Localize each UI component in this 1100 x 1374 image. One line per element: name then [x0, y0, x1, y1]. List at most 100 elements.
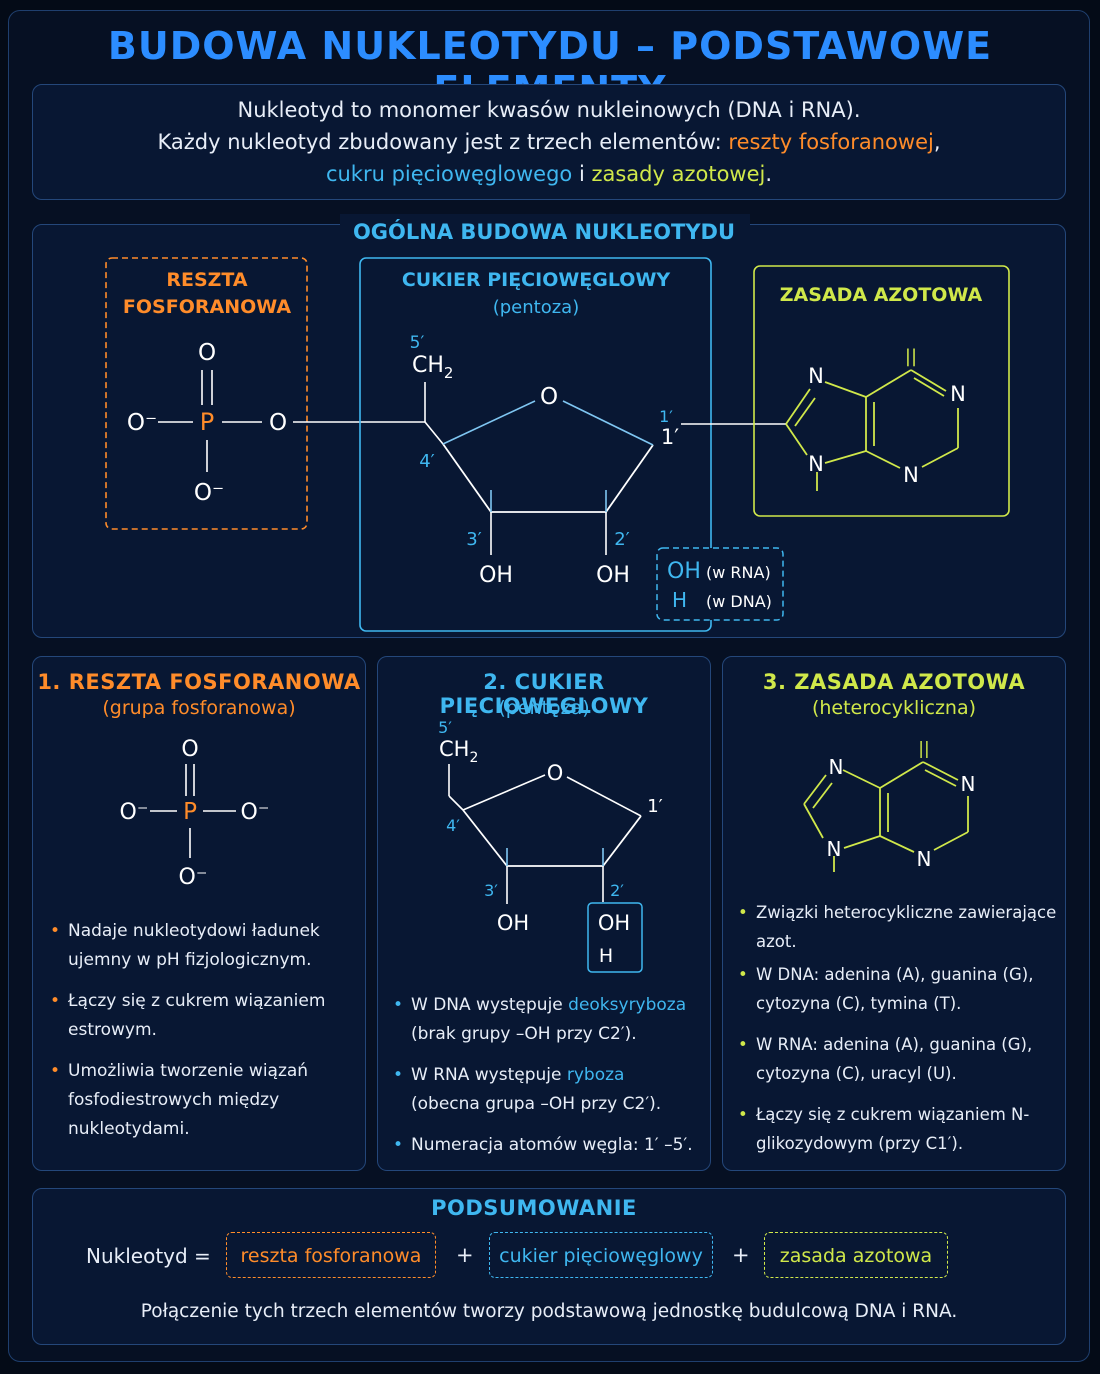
bullet-text: W RNA występuje	[411, 1065, 567, 1085]
ring	[462, 809, 642, 867]
ch2-group: CH2	[412, 353, 453, 382]
intro-text: i	[572, 162, 592, 186]
c1-label: 1′	[647, 796, 663, 817]
card-phosphate-o-left: O⁻	[120, 800, 149, 825]
title-backdrop	[340, 214, 750, 238]
list-item: Numeracja atomów węgla: 1′ –5′.	[393, 1131, 698, 1160]
sugar-label: CUKIER PIĘCIOWĘGLOWY	[402, 269, 671, 291]
phosphate-o-top: O	[198, 340, 216, 366]
base-double-bond: ||	[905, 346, 917, 367]
bond	[424, 421, 444, 445]
ring-bond	[442, 400, 536, 445]
base-n3: N	[903, 463, 919, 487]
c3-label: 3′	[484, 881, 498, 900]
bond	[448, 795, 464, 811]
base-label: ZASADA AZOTOWA	[780, 284, 983, 306]
card-phosphate-o-right: O⁻	[241, 800, 270, 825]
card-base-subtitle: (heterocykliczna)	[811, 697, 977, 719]
c4-label: 4′	[419, 451, 435, 472]
heterocycle-diagram: || N N N N	[803, 739, 976, 872]
base-n7: N	[808, 364, 824, 388]
card-phosphate-o-bottom: O⁻	[179, 865, 208, 890]
sugar-sublabel: (pentoza)	[493, 297, 580, 318]
base-double-bond: ||	[918, 739, 929, 759]
intro-line-3: cukru pięciowęglowego i zasady azotowej.	[33, 158, 1065, 190]
intro-text: Każdy nukleotyd zbudowany jest z trzech …	[157, 130, 729, 154]
bullet-text: (obecna grupa –OH przy C2′).	[411, 1094, 662, 1114]
sugar-box	[359, 257, 712, 632]
ch2-subscript: 2	[444, 364, 454, 382]
intro-line-1: Nukleotyd to monomer kwasów nukleinowych…	[237, 98, 861, 122]
c1-label-small: 1′	[659, 407, 673, 426]
list-item: W RNA występuje ryboza (obecna grupa –OH…	[393, 1061, 698, 1119]
c1-label: 1′	[661, 425, 679, 449]
bullet-highlight: deoksyryboza	[568, 995, 687, 1015]
card-sugar-subtitle: (pentoza)	[498, 697, 590, 719]
base-n3: N	[917, 847, 932, 871]
bullet-text: W DNA występuje	[411, 995, 569, 1015]
card-base-title: 3. ZASADA AZOTOWA	[762, 670, 1026, 694]
phosphate-group-diagram: O P O⁻ O⁻ O⁻	[120, 737, 270, 890]
base-n7: N	[829, 755, 844, 779]
intro-highlight-base: zasady azotowej	[591, 162, 766, 186]
variant-oh: OH	[667, 559, 701, 584]
intro-line-2: Każdy nukleotyd zbudowany jest z trzech …	[33, 126, 1065, 158]
c2-label: 2′	[614, 529, 630, 550]
general-structure-diagram: OGÓLNA BUDOWA NUKLEOTYDU RESZTA FOSFORAN…	[105, 214, 1010, 632]
card-base-bullets: Związki heterocykliczne zawierające azot…	[738, 898, 1063, 1170]
ch2-text: CH	[439, 737, 469, 761]
c5-label: 5′	[410, 333, 425, 353]
list-item: W RNA: adenina (A), guanina (G), cytozyn…	[738, 1030, 1063, 1088]
oh-c3: OH	[479, 563, 513, 588]
intro-text: .	[765, 162, 773, 186]
ring-bond	[566, 776, 642, 817]
h-c2: H	[599, 945, 613, 967]
ring-bond	[562, 400, 654, 446]
base-n1: N	[950, 382, 966, 406]
sugar-ring-bottom	[442, 443, 654, 513]
variant-h: H	[672, 588, 687, 612]
phosphate-p: P	[200, 408, 214, 436]
intro-text: ,	[933, 130, 941, 154]
ch2-text: CH	[412, 353, 444, 378]
bullet-highlight: ryboza	[566, 1065, 625, 1085]
c2-label: 2′	[610, 881, 624, 900]
phosphate-label-1: RESZTA	[166, 269, 248, 291]
card-phosphate-title: 1. RESZTA FOSFORANOWA	[37, 670, 361, 694]
ring-bond	[462, 774, 546, 811]
intro-panel: Nukleotyd to monomer kwasów nukleinowych…	[32, 84, 1066, 200]
summary-sugar-chip: cukier pięciowęglowy	[489, 1232, 713, 1278]
base-box	[753, 265, 1010, 517]
purine-structure	[785, 369, 959, 491]
variant-h-note: (w DNA)	[706, 592, 772, 611]
card-phosphate-subtitle: (grupa fosforanowa)	[102, 697, 296, 719]
bullet-text: Numeracja atomów węgla: 1′ –5′.	[411, 1135, 693, 1155]
general-title: OGÓLNA BUDOWA NUKLEOTYDU	[353, 219, 735, 244]
summary-plus-2: +	[732, 1243, 750, 1267]
list-item: Łączy się z cukrem wiązaniem N-glikozydo…	[738, 1100, 1063, 1158]
summary-panel	[32, 1188, 1066, 1345]
ring-oxygen: O	[547, 761, 564, 785]
c2-variant-box	[587, 902, 643, 973]
list-item: W DNA: adenina (A), guanina (G), cytozyn…	[738, 960, 1063, 1018]
ch2-subscript: 2	[469, 750, 478, 766]
purine-structure	[803, 761, 969, 872]
ch2-group: CH2	[439, 737, 478, 766]
card-phosphate-p: P	[183, 799, 197, 825]
general-structure-panel	[32, 224, 1066, 638]
summary-footer: Połączenie tych trzech elementów tworzy …	[140, 1301, 958, 1322]
summary-phosphate-chip: reszta fosforanowa	[226, 1232, 436, 1278]
card-phosphate-bullets: Nadaje nukleotydowi ładunek ujemny w pH …	[50, 917, 355, 1156]
summary-lhs: Nukleotyd =	[86, 1244, 211, 1268]
list-item: Umożliwia tworzenie wiązań fosfodiestrow…	[50, 1057, 355, 1144]
base-n1: N	[961, 772, 976, 796]
oh-c2: OH	[596, 563, 630, 588]
list-item: Łączy się z cukrem wiązaniem estrowym.	[50, 987, 355, 1045]
rna-dna-variant-box	[656, 547, 784, 621]
c3-label: 3′	[466, 529, 482, 550]
oh-c3: OH	[497, 911, 529, 935]
phosphate-box	[105, 257, 308, 530]
card-sugar-bullets: W DNA występuje deoksyryboza (brak grupy…	[393, 991, 698, 1172]
card-sugar-title: 2. CUKIER PIĘCIOWĘGLOWY	[439, 670, 649, 718]
summary-plus-1: +	[456, 1243, 474, 1267]
